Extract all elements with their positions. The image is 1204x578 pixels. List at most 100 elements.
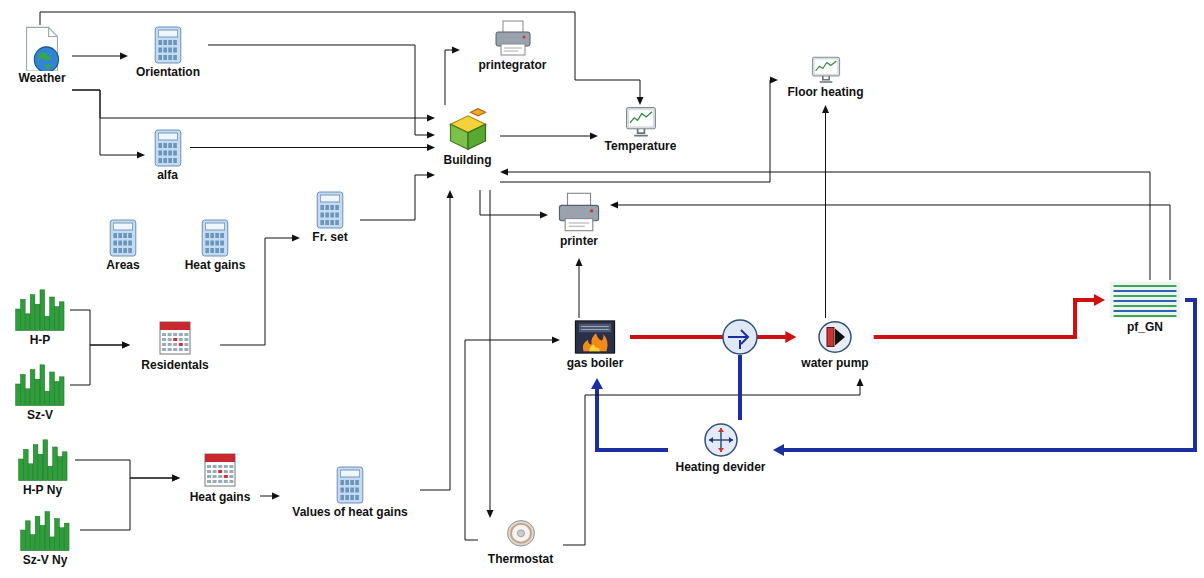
component-label: Heat gains bbox=[188, 490, 253, 504]
thermo-icon bbox=[503, 518, 539, 552]
signal-connector bbox=[500, 77, 778, 183]
pipe-connector bbox=[773, 300, 1195, 456]
bars-icon bbox=[13, 360, 67, 408]
component-label: Orientation bbox=[134, 65, 202, 79]
calc-icon bbox=[199, 218, 231, 258]
building-icon bbox=[443, 105, 493, 153]
arrow-head bbox=[552, 337, 560, 344]
signal-connector bbox=[70, 310, 130, 349]
component-block: Fr. set bbox=[300, 190, 360, 252]
component-label: H-P bbox=[28, 333, 53, 347]
signal-connector bbox=[70, 342, 130, 386]
arrow-head bbox=[591, 378, 603, 389]
globe-icon bbox=[20, 25, 64, 71]
return-pipe bbox=[738, 355, 742, 420]
arrow-head bbox=[785, 331, 796, 343]
printer-icon bbox=[556, 190, 602, 234]
signal-connector bbox=[500, 133, 598, 140]
signal-connector bbox=[208, 45, 435, 139]
connector-line bbox=[784, 300, 1195, 450]
component-label: Heat gains bbox=[183, 258, 248, 272]
component-label: Thermostat bbox=[486, 552, 555, 566]
component-block: pf_GN bbox=[1105, 280, 1185, 345]
calc-icon bbox=[314, 190, 346, 230]
component-block: Thermostat bbox=[478, 518, 563, 575]
component-block: Building bbox=[435, 105, 500, 190]
component-label: water pump bbox=[799, 356, 870, 370]
component-block: printegrator bbox=[460, 18, 565, 98]
arrow-head bbox=[822, 105, 829, 113]
component-label: Sz-V bbox=[25, 408, 55, 422]
component-block: printer bbox=[548, 190, 610, 258]
signal-connector bbox=[40, 12, 644, 105]
component-block: Areas bbox=[98, 218, 148, 280]
signal-connector bbox=[420, 190, 454, 490]
component-block: H-P bbox=[10, 285, 70, 355]
connector-line bbox=[597, 389, 668, 450]
connector-line bbox=[72, 90, 137, 155]
component-block: Heat gains bbox=[180, 450, 260, 512]
arrow-head bbox=[770, 77, 778, 84]
connector-line bbox=[80, 478, 172, 530]
signal-connector bbox=[80, 475, 180, 531]
component-block: water pump bbox=[796, 318, 873, 378]
connector-line bbox=[825, 113, 826, 318]
connector-line bbox=[72, 90, 427, 118]
arrow-head bbox=[857, 378, 864, 386]
arrow-head bbox=[500, 169, 508, 176]
arrow-head bbox=[427, 144, 435, 151]
component-label: Sz-V Ny bbox=[21, 553, 70, 567]
connector-line bbox=[260, 496, 272, 497]
component-label: printegrator bbox=[476, 58, 548, 72]
component-label: Floor heating bbox=[786, 85, 866, 99]
component-block: gas boiler bbox=[560, 318, 630, 378]
arrow-head bbox=[576, 258, 583, 266]
signal-connector bbox=[576, 258, 583, 318]
component-block: H-P Ny bbox=[10, 435, 75, 505]
component-label: Values of heat gains bbox=[290, 505, 409, 519]
component-label: Heating devider bbox=[673, 460, 767, 474]
connector-line bbox=[465, 340, 552, 540]
component-label: Fr. set bbox=[310, 230, 349, 244]
connector-line bbox=[445, 50, 452, 105]
signal-connector bbox=[72, 90, 435, 122]
arrow-head bbox=[122, 342, 130, 349]
arrow-head bbox=[610, 202, 618, 209]
component-label: Areas bbox=[104, 258, 141, 272]
plot-icon bbox=[810, 55, 842, 85]
connector-line bbox=[630, 335, 790, 339]
component-label: Residentals bbox=[139, 358, 210, 372]
pump-icon bbox=[815, 318, 855, 356]
arrow-head bbox=[292, 235, 300, 242]
connector-line bbox=[70, 310, 122, 345]
connector-line bbox=[874, 300, 1094, 337]
component-label: Weather bbox=[16, 71, 67, 85]
component-block: alfa bbox=[145, 128, 190, 190]
calc-icon bbox=[152, 128, 184, 168]
calc-icon bbox=[334, 465, 366, 505]
signal-connector bbox=[190, 144, 435, 151]
component-block: Weather bbox=[12, 25, 72, 97]
signal-connector bbox=[260, 493, 280, 500]
signal-connector bbox=[445, 47, 460, 106]
component-block: Sz-V Ny bbox=[10, 507, 80, 575]
component-block: Heat gains bbox=[175, 218, 255, 280]
connector-line bbox=[563, 386, 860, 545]
bars-icon bbox=[18, 507, 72, 553]
connector-line bbox=[500, 136, 590, 137]
arrow-head bbox=[272, 493, 280, 500]
connector-line bbox=[75, 460, 172, 478]
component-block: Temperature bbox=[598, 105, 683, 167]
arrow-head bbox=[773, 444, 784, 456]
component-block: Floor heating bbox=[778, 55, 873, 105]
component-block: Orientation bbox=[128, 25, 208, 87]
arrow-head bbox=[540, 212, 548, 219]
signal-connector bbox=[465, 337, 560, 541]
pipe-connector bbox=[874, 294, 1105, 337]
signal-connector bbox=[72, 90, 145, 159]
component-block: Values of heat gains bbox=[280, 465, 420, 527]
arrow-head bbox=[590, 133, 598, 140]
component-block: Residentals bbox=[130, 318, 220, 388]
calendar-icon bbox=[155, 318, 195, 358]
